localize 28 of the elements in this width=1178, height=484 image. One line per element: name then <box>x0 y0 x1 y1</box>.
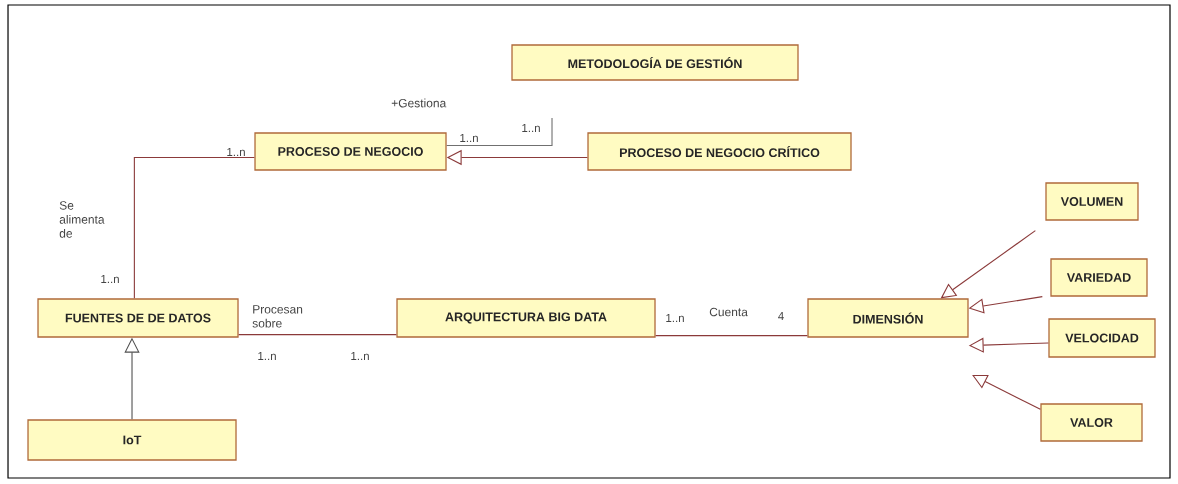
edge-label: Se alimenta de <box>59 201 105 238</box>
class-box: DIMENSIÓN <box>807 298 969 338</box>
connector <box>133 156 255 299</box>
connector <box>655 335 808 337</box>
class-box: PROCESO DE NEGOCIO CRÍTICO <box>587 132 852 171</box>
multiplicity-label: 1..n <box>522 124 540 132</box>
multiplicity-label: 1..n <box>460 134 478 142</box>
multiplicity-label: 1..n <box>258 352 276 360</box>
edge-label: Cuenta <box>709 307 748 317</box>
class-box: ARQUITECTURA BIG DATA <box>396 298 656 338</box>
class-box: PROCESO DE NEGOCIO <box>254 132 447 171</box>
multiplicity-label: 4 <box>778 312 784 320</box>
class-box: IoT <box>27 419 237 461</box>
class-box: VARIEDAD <box>1050 258 1148 297</box>
connector <box>238 334 397 336</box>
edge-label: +Gestiona <box>391 98 447 108</box>
class-box: VELOCIDAD <box>1048 318 1156 358</box>
class-box: VOLUMEN <box>1045 182 1139 221</box>
multiplicity-label: 1..n <box>227 148 245 156</box>
multiplicity-label: 1..n <box>351 352 369 360</box>
multiplicity-label: 1..n <box>101 275 119 283</box>
class-box: FUENTES DE DE DATOS <box>37 298 239 338</box>
edge-label: Procesan sobre <box>252 305 303 328</box>
connector <box>446 117 553 147</box>
multiplicity-label: 1..n <box>666 314 684 322</box>
class-box: METODOLOGÍA DE GESTIÓN <box>511 44 799 81</box>
class-box: VALOR <box>1040 403 1143 442</box>
connector <box>972 374 1041 410</box>
